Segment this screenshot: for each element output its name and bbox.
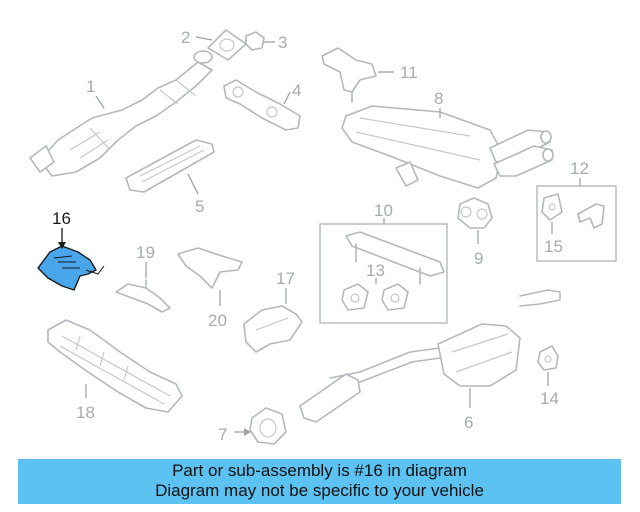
callout-arrow-7 bbox=[244, 428, 251, 436]
label-part-16[interactable]: 16 bbox=[52, 209, 71, 228]
label-part-17[interactable]: 17 bbox=[276, 269, 295, 288]
part-9-clamp[interactable] bbox=[457, 197, 493, 229]
part-18-heat-shield[interactable] bbox=[47, 319, 183, 413]
callout-line-2 bbox=[195, 36, 213, 41]
label-part-14[interactable]: 14 bbox=[540, 389, 559, 408]
part-1-catalytic-converter[interactable] bbox=[29, 50, 213, 177]
part-19-bracket[interactable] bbox=[115, 279, 171, 313]
label-part-12[interactable]: 12 bbox=[570, 159, 589, 178]
part-15-isolator[interactable] bbox=[541, 193, 605, 229]
label-part-13[interactable]: 13 bbox=[366, 261, 385, 280]
group-box-12 bbox=[536, 185, 617, 262]
label-part-4[interactable]: 4 bbox=[292, 81, 301, 100]
label-part-8[interactable]: 8 bbox=[434, 89, 443, 108]
label-part-10[interactable]: 10 bbox=[374, 201, 393, 220]
part-2-gasket[interactable] bbox=[207, 29, 247, 61]
info-banner: Part or sub-assembly is #16 in diagram D… bbox=[18, 459, 621, 504]
banner-line-1: Part or sub-assembly is #16 in diagram bbox=[172, 461, 467, 480]
part-3-nut[interactable] bbox=[245, 31, 265, 51]
label-part-11[interactable]: 11 bbox=[400, 63, 418, 82]
label-part-6[interactable]: 6 bbox=[464, 413, 473, 432]
part-13-isolators[interactable] bbox=[341, 283, 409, 311]
part-7-clamp[interactable] bbox=[249, 407, 287, 445]
label-part-18[interactable]: 18 bbox=[76, 403, 95, 422]
callout-line-5 bbox=[187, 173, 199, 195]
part-14-isolator[interactable] bbox=[537, 345, 559, 371]
label-part-15[interactable]: 15 bbox=[544, 237, 563, 256]
label-part-3[interactable]: 3 bbox=[278, 33, 287, 52]
callout-arrow-16 bbox=[58, 242, 66, 249]
banner-line-2: Diagram may not be specific to your vehi… bbox=[155, 481, 484, 500]
callout-line-4 bbox=[283, 91, 291, 105]
label-part-9[interactable]: 9 bbox=[474, 249, 483, 268]
part-16-heat-shield[interactable] bbox=[37, 245, 105, 291]
part-8-rear-muffler[interactable] bbox=[341, 105, 554, 189]
label-part-2[interactable]: 2 bbox=[181, 28, 190, 47]
label-part-19[interactable]: 19 bbox=[136, 243, 155, 262]
part-17-shield[interactable] bbox=[243, 305, 303, 353]
callout-line-1 bbox=[95, 95, 105, 109]
label-part-1[interactable]: 1 bbox=[86, 77, 95, 96]
part-20-bracket[interactable] bbox=[177, 247, 243, 289]
part-11-hanger[interactable] bbox=[321, 47, 377, 103]
label-part-5[interactable]: 5 bbox=[195, 197, 204, 216]
label-part-7[interactable]: 7 bbox=[218, 425, 227, 444]
part-4-bracket[interactable] bbox=[223, 79, 301, 131]
part-10-bracket-bar[interactable] bbox=[345, 231, 445, 285]
part-6-resonator[interactable] bbox=[299, 289, 561, 423]
part-5-heat-shield[interactable] bbox=[125, 139, 215, 193]
label-part-20[interactable]: 20 bbox=[208, 311, 227, 330]
